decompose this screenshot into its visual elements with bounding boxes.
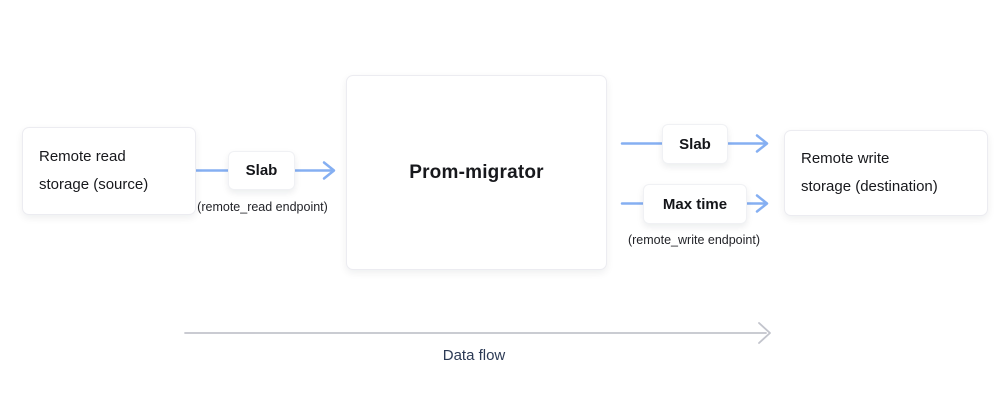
caption-remote-write-endpoint: (remote_write endpoint) — [627, 233, 760, 247]
arrow-read-head-icon — [322, 161, 336, 180]
chip-max-time: Max time — [643, 184, 747, 224]
node-prom-migrator: Prom-migrator — [346, 75, 607, 270]
node-remote-read-line2: storage (source) — [39, 176, 149, 193]
node-remote-write-line1: Remote write — [801, 150, 890, 167]
chip-slab-read-label: Slab — [245, 162, 278, 179]
node-remote-write-storage: Remote write storage (destination) — [784, 130, 988, 216]
data-flow-label: Data flow — [442, 347, 506, 364]
caption-remote-read-endpoint: (remote_read endpoint) — [197, 200, 328, 214]
chip-slab-write-label: Slab — [679, 135, 711, 153]
node-remote-read-storage: Remote read storage (source) — [22, 127, 196, 215]
arrow-write-maxtime-head-icon — [755, 194, 769, 213]
chip-slab-write: Slab — [662, 124, 728, 164]
node-remote-write-line2: storage (destination) — [801, 178, 938, 195]
node-prom-migrator-label: Prom-migrator — [409, 161, 544, 183]
chip-slab-read: Slab — [228, 151, 295, 190]
chip-max-time-label: Max time — [662, 195, 728, 213]
arrow-write-slab-head-icon — [755, 134, 769, 153]
arrow-data-flow-head-icon — [758, 322, 771, 344]
node-remote-read-line1: Remote read — [39, 148, 126, 165]
